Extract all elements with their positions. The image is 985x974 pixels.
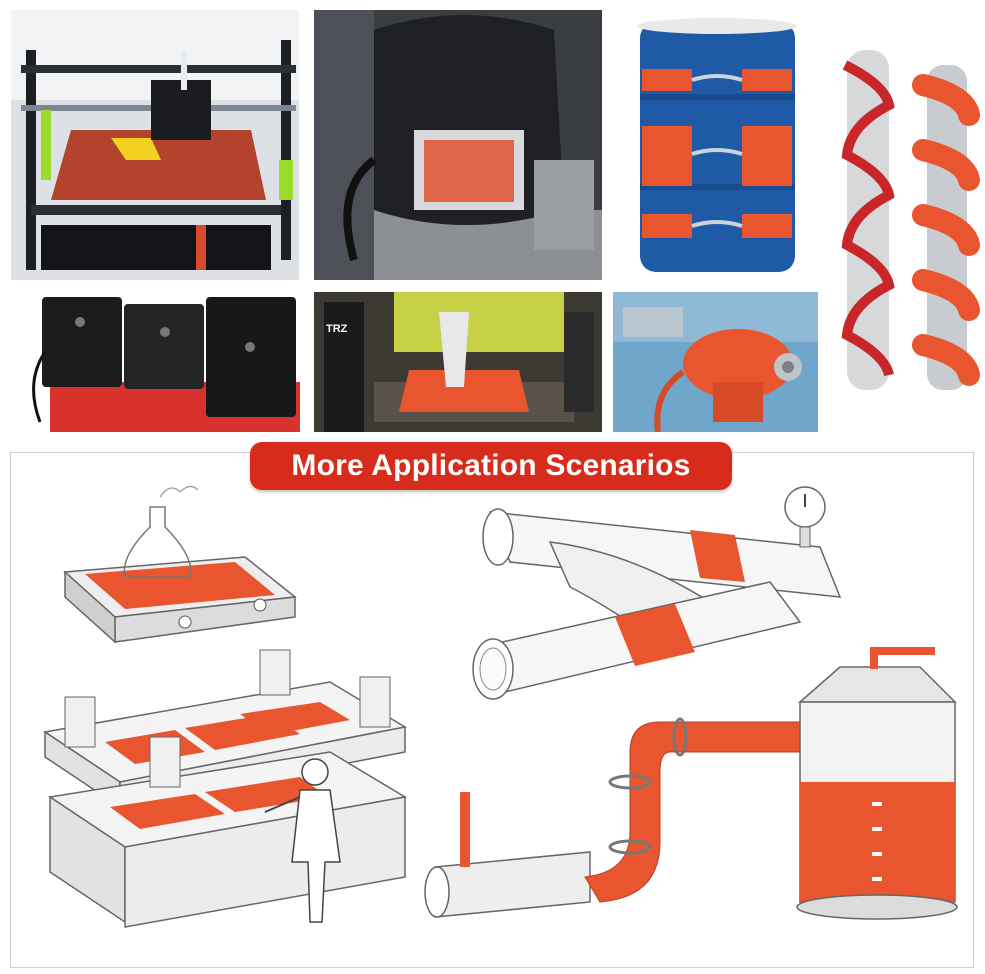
- battery-icon: [20, 292, 300, 432]
- pipe-system-icon: [472, 486, 842, 700]
- tank-heating-icon: [424, 647, 958, 920]
- 3d-printer-icon: [11, 10, 299, 280]
- photo-pump-heater: [613, 292, 818, 432]
- trz-label: TRZ: [326, 323, 348, 335]
- engine-icon: [314, 10, 602, 280]
- photo-printer-trz: TRZ: [314, 292, 602, 432]
- 3d-printer-icon: TRZ: [314, 292, 602, 432]
- photo-engine-oil-pan: [314, 10, 602, 280]
- worker-icon: [264, 758, 341, 923]
- photo-battery-pack: [20, 292, 300, 432]
- pipe-icon: [835, 45, 985, 395]
- pump-icon: [613, 292, 818, 432]
- heat-press-icon: [43, 649, 408, 928]
- photo-oil-drum: [630, 14, 805, 279]
- scenarios-illustration: [10, 452, 972, 966]
- banner-title: More Application Scenarios: [250, 442, 732, 490]
- lab-hotplate-icon: [63, 485, 297, 644]
- drum-icon: [630, 14, 805, 279]
- photo-3d-printer-bed: [11, 10, 299, 280]
- photo-pipe-spiral: [835, 45, 985, 395]
